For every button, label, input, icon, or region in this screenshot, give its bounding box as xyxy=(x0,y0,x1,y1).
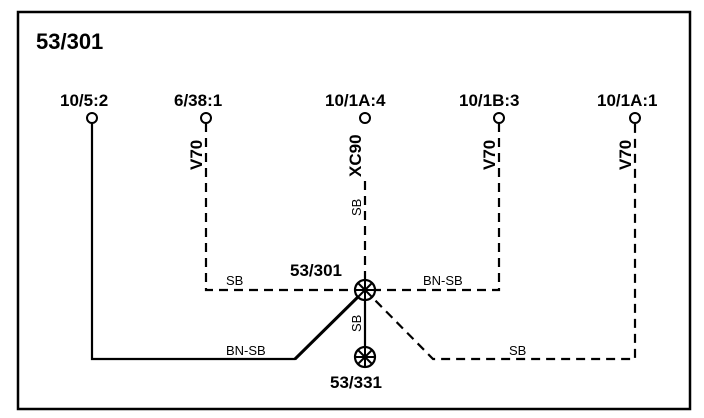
wire-10-5-2-thick xyxy=(293,288,367,361)
variant-label-6-38-1: V70 xyxy=(187,140,206,170)
variant-label-10-1a-4: XC90 xyxy=(346,134,365,177)
wire-label-bottom-left: BN-SB xyxy=(226,343,266,358)
connector-pin-6-38-1 xyxy=(200,112,212,124)
wire-10-1b-3 xyxy=(365,123,501,292)
connector-label-10-5-2: 10/5:2 xyxy=(60,91,108,110)
connector-label-10-1a-4: 10/1A:4 xyxy=(325,91,386,110)
diagram-border xyxy=(16,10,692,411)
splice-label-53-301: 53/301 xyxy=(290,261,342,280)
connector-pin-10-1a-4 xyxy=(359,112,371,124)
diagram-title: 53/301 xyxy=(36,29,103,54)
wire-10-5-2 xyxy=(90,123,366,361)
wire-label-bottom-right: SB xyxy=(509,343,526,358)
splice-53-331 xyxy=(353,345,377,369)
connector-label-10-1b-3: 10/1B:3 xyxy=(459,91,519,110)
wire-10-1a-1 xyxy=(364,123,637,361)
connector-pin-10-1a-1 xyxy=(629,112,641,124)
connector-label-10-1a-1: 10/1A:1 xyxy=(597,91,657,110)
connector-pin-10-5-2 xyxy=(86,112,98,124)
wire-6-38-1 xyxy=(204,123,365,292)
splice-53-301 xyxy=(353,278,377,302)
connector-label-6-38-1: 6/38:1 xyxy=(174,91,222,110)
splice-label-53-331: 53/331 xyxy=(330,373,382,392)
wire-label-right-branch: BN-SB xyxy=(423,273,463,288)
variant-label-10-1a-1: V70 xyxy=(616,140,635,170)
wire-label-left-branch: SB xyxy=(226,273,243,288)
wire-label-vertical-bottom: SB xyxy=(349,315,364,332)
variant-label-10-1b-3: V70 xyxy=(480,140,499,170)
wire-label-vertical-top: SB xyxy=(349,199,364,216)
connector-pin-10-1b-3 xyxy=(493,112,505,124)
